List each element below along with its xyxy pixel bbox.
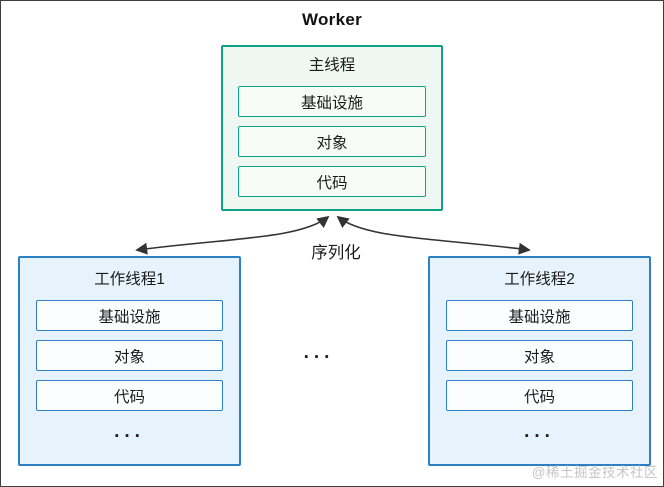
main-thread-item-infrastructure: 基础设施	[238, 86, 426, 117]
worker-thread-1-title: 工作线程1	[94, 271, 165, 288]
worker-thread-2-title: 工作线程2	[504, 271, 575, 288]
worker-1-item-objects: 对象	[36, 340, 223, 371]
worker-2-item-code: 代码	[446, 380, 633, 411]
worker-2-item-objects: 对象	[446, 340, 633, 371]
watermark: @稀土掘金技术社区	[531, 465, 658, 480]
main-thread-item-objects: 对象	[238, 126, 426, 157]
main-thread-item-code: 代码	[238, 166, 426, 197]
worker-1-item-infrastructure: 基础设施	[36, 300, 223, 331]
worker-1-item-code: 代码	[36, 380, 223, 411]
diagram-title: Worker	[301, 10, 363, 29]
worker-1-ellipsis: ...	[114, 421, 145, 442]
worker-thread-2-box: 工作线程2 基础设施 对象 代码 ...	[428, 256, 651, 466]
worker-thread-1-box: 工作线程1 基础设施 对象 代码 ...	[18, 256, 241, 466]
worker-2-ellipsis: ...	[524, 421, 555, 442]
more-workers-ellipsis: ...	[303, 342, 335, 363]
main-thread-title: 主线程	[308, 57, 356, 74]
serialization-label: 序列化	[311, 244, 361, 262]
worker-2-item-infrastructure: 基础设施	[446, 300, 633, 331]
main-thread-box: 主线程 基础设施 对象 代码	[221, 45, 443, 211]
